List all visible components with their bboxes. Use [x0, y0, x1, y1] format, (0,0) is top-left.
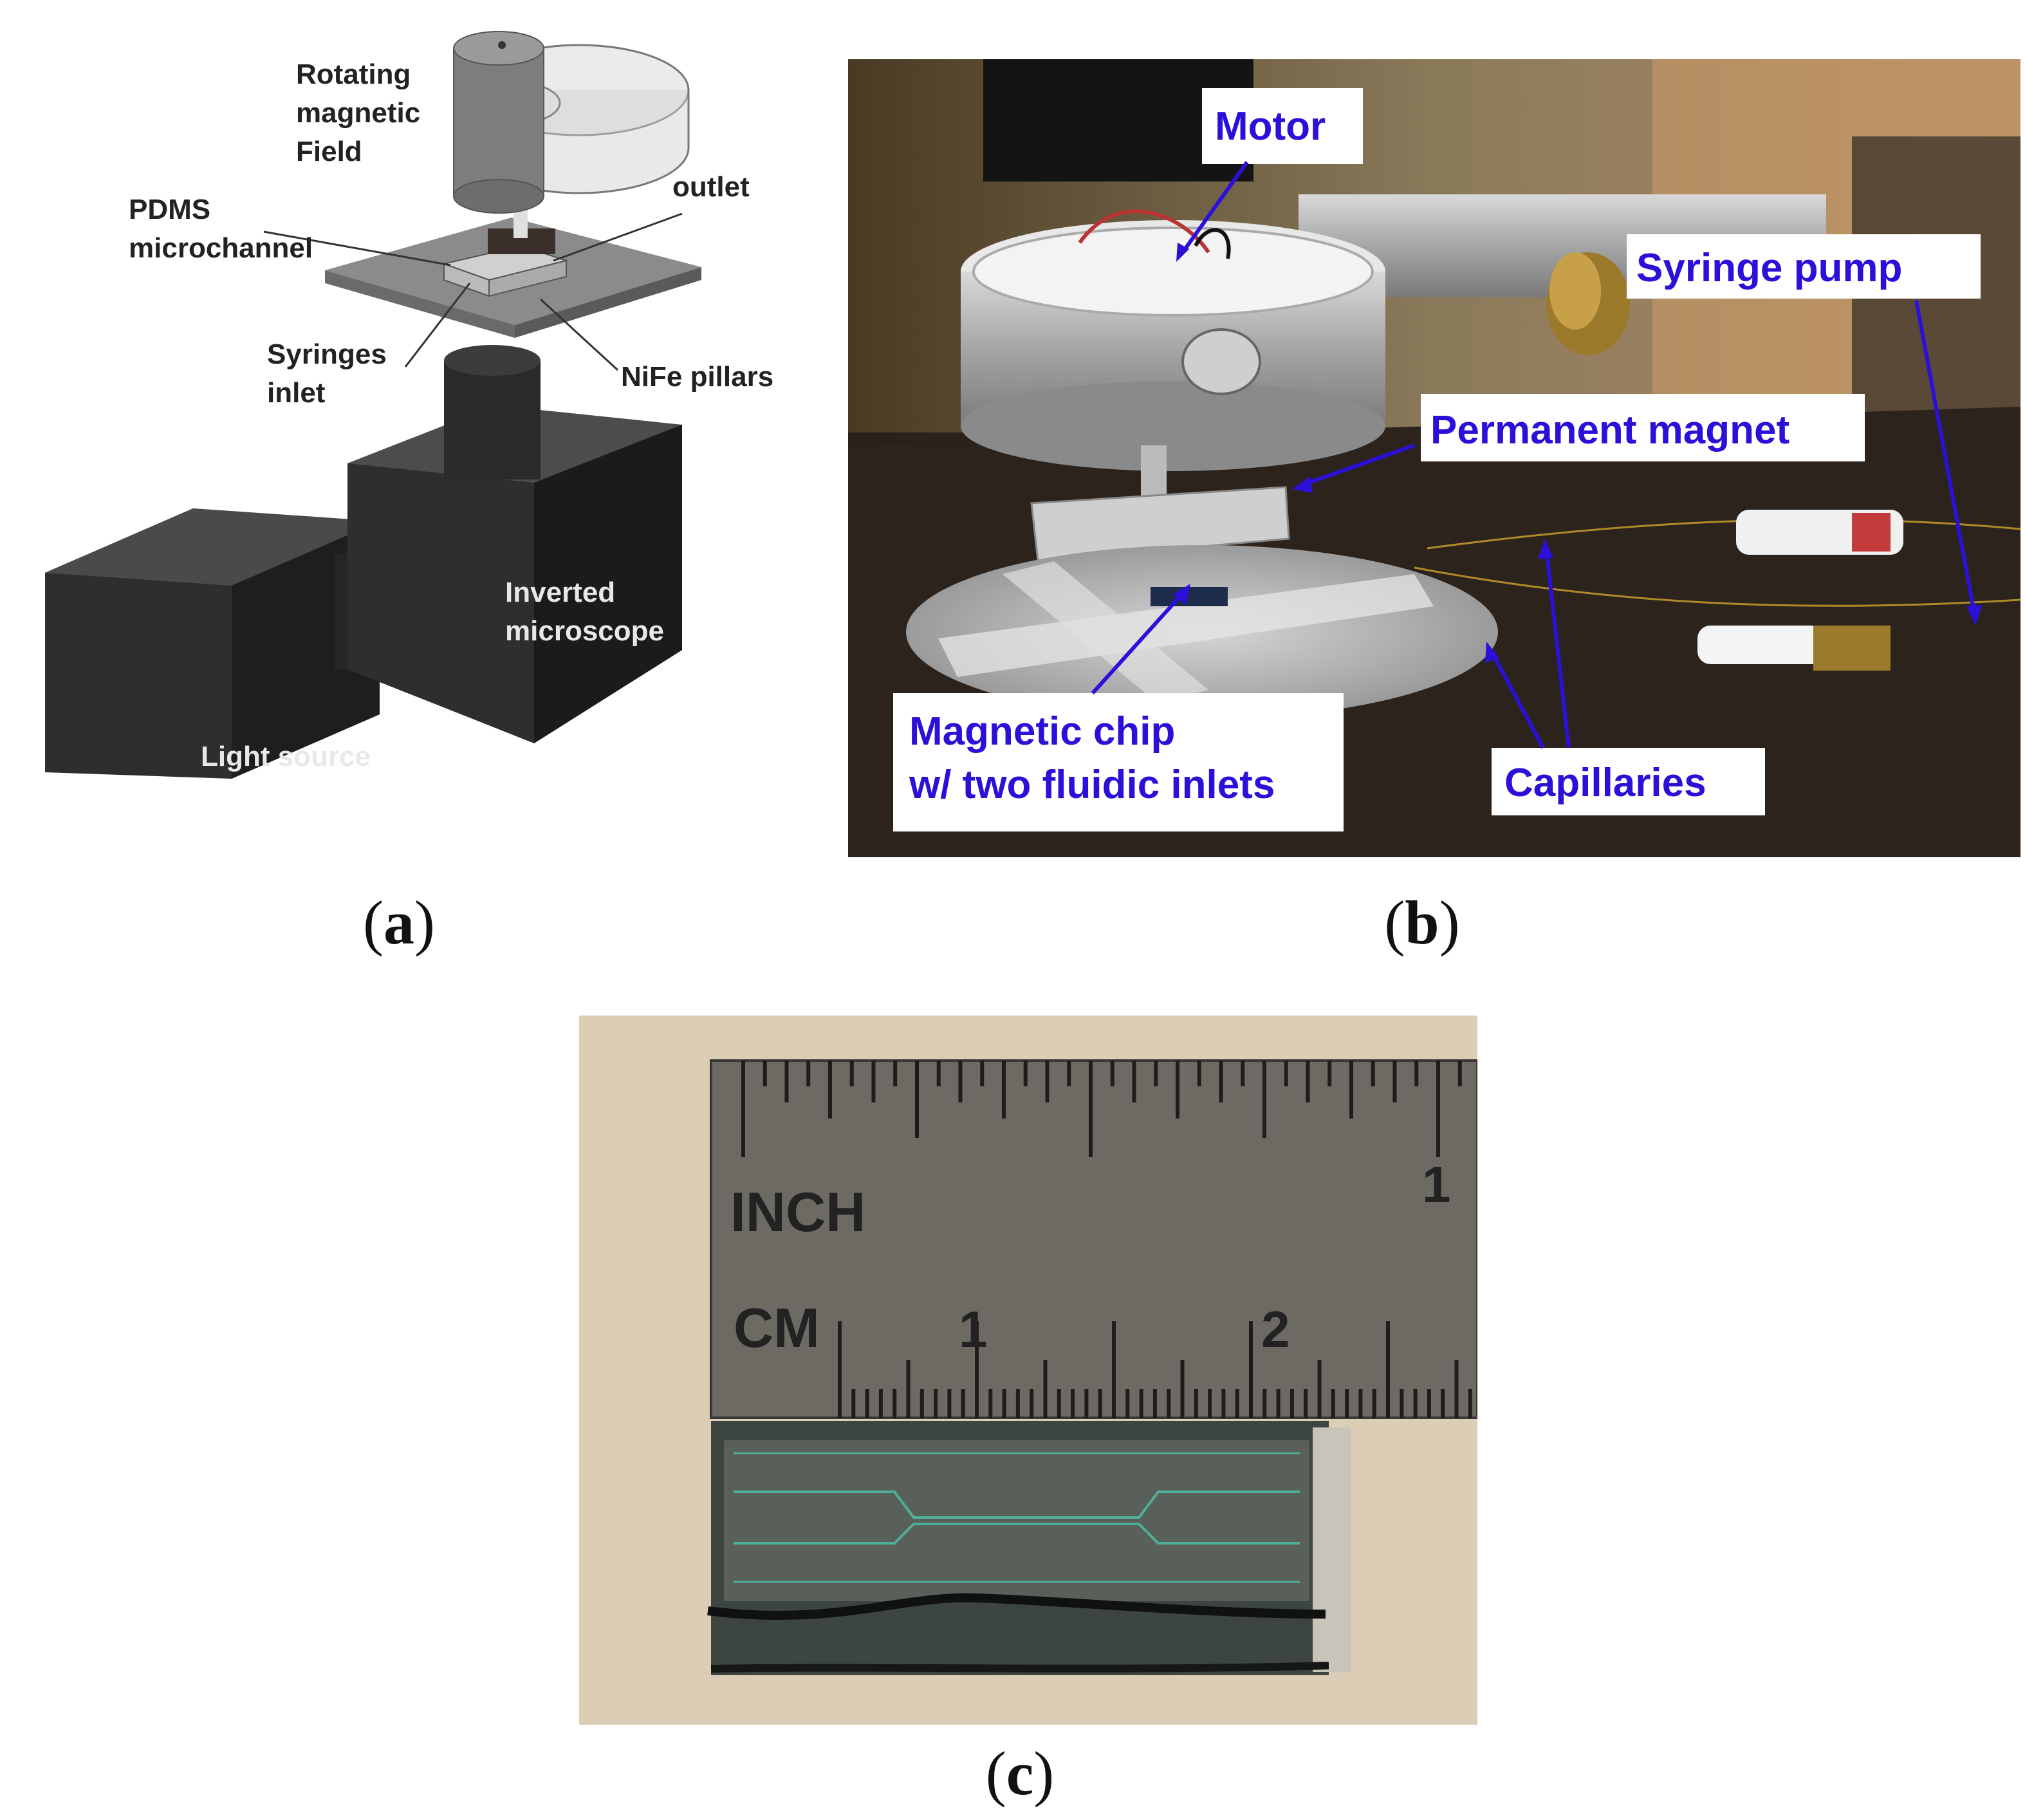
label-chip-line1: Magnetic chip — [909, 709, 1175, 754]
panel-c-photo: INCH 1 CM 1 2 — [579, 1016, 1479, 1725]
label-syringe-pump: Syringe pump — [1636, 246, 1902, 290]
label-pdms-line2: microchannel — [129, 232, 313, 264]
panel-a-caption: (a) — [363, 888, 435, 957]
ruler-chip-photo: INCH 1 CM 1 2 — [707, 1059, 1479, 1675]
label-rotating-line1: Rotating — [296, 59, 411, 90]
label-nife-pillars: NiFe pillars — [621, 361, 773, 393]
ruler-inch-text: INCH — [730, 1182, 865, 1243]
label-pdms-line1: PDMS — [129, 194, 210, 225]
permanent-magnet-bar — [1030, 486, 1290, 562]
label-permanent-magnet: Permanent magnet — [1430, 408, 1789, 452]
label-capillaries: Capillaries — [1504, 761, 1706, 805]
panel-b-caption: (b) — [1384, 888, 1460, 957]
magnetic-chip — [1151, 587, 1228, 606]
label-light-source: Light source — [201, 741, 371, 772]
ruler-cm-text: CM — [734, 1297, 820, 1359]
schematic-drawing: Rotating magnetic Field PDMS microchanne… — [45, 31, 773, 779]
label-syringes-line1: Syringes — [267, 339, 387, 370]
fitting-lower — [1697, 626, 1845, 664]
label-syringes-line2: inlet — [267, 377, 326, 409]
panel-b-photo: Motor Syringe pump Permanent magnet Magn… — [848, 59, 2021, 857]
photo-setup: Motor Syringe pump Permanent magnet Magn… — [848, 59, 2021, 857]
label-motor: Motor — [1215, 104, 1326, 149]
ruler-inch-number-1: 1 — [1422, 1156, 1451, 1213]
label-microscope-line1: Inverted — [505, 577, 615, 608]
ruler-cm-number-2: 2 — [1261, 1301, 1290, 1358]
cm-ticks — [838, 1321, 1472, 1418]
label-rotating-line2: magnetic — [296, 97, 420, 129]
panel-c-caption: (c) — [985, 1739, 1055, 1808]
label-syringe-pump-box — [1627, 234, 1981, 299]
label-microscope-line2: microscope — [505, 615, 664, 647]
inch-ticks — [741, 1061, 1462, 1157]
label-chip-line2: w/ two fluidic inlets — [909, 763, 1275, 807]
label-permanent-magnet-box — [1421, 394, 1865, 461]
capillary-2 — [1414, 566, 2021, 607]
label-magnetic-chip-box — [893, 693, 1344, 831]
channel-outline — [734, 1452, 1300, 1583]
panel-a-schematic: Rotating magnetic Field PDMS microchanne… — [32, 13, 811, 869]
label-rotating-line3: Field — [296, 136, 362, 167]
microscope-column — [444, 360, 541, 479]
motor-cylinder — [453, 48, 544, 197]
ruler-cm-number-1: 1 — [959, 1301, 988, 1358]
label-capillaries-box — [1492, 748, 1765, 815]
label-motor-box — [1202, 88, 1363, 164]
capillary-1 — [1427, 519, 2021, 550]
label-outlet: outlet — [672, 171, 750, 203]
